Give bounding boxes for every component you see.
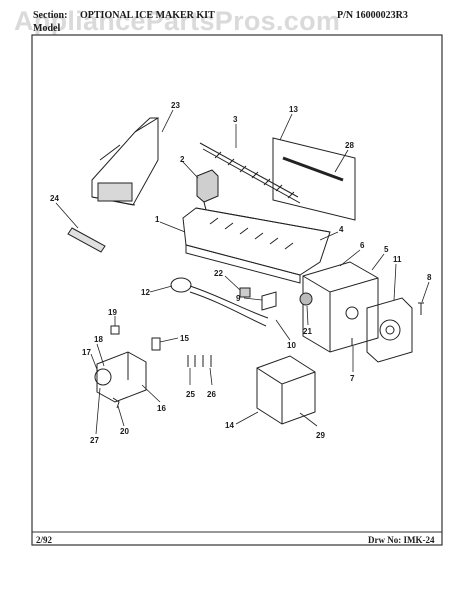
- part-25-26-screws: [187, 355, 212, 367]
- part-2-bracket: [196, 169, 219, 211]
- callout-29: 29: [316, 431, 325, 440]
- part-20: [112, 397, 120, 409]
- callout-28: 28: [345, 141, 354, 150]
- callout-20: 20: [120, 427, 129, 436]
- callout-18: 18: [94, 335, 103, 344]
- callout-2: 2: [180, 155, 185, 164]
- callout-14: 14: [225, 421, 234, 430]
- part-23-cover: [91, 117, 159, 206]
- model-label: Model: [33, 23, 61, 34]
- part-24-heater: [67, 227, 106, 253]
- part-12-harness: [170, 277, 269, 327]
- part-1-mold: [182, 207, 331, 284]
- callout-25: 25: [186, 390, 195, 399]
- diagram-frame: [31, 34, 443, 546]
- leader-lines: [55, 109, 430, 435]
- callout-26: 26: [207, 390, 216, 399]
- callout-5: 5: [384, 245, 389, 254]
- drawing-number: Drw No: IMK-24: [368, 535, 435, 545]
- callout-10: 10: [287, 341, 296, 350]
- part-15-fitting: [151, 337, 161, 351]
- part-3-ejector-rack: [199, 142, 301, 204]
- part-9-bracket: [261, 291, 277, 311]
- callout-27: 27: [90, 436, 99, 445]
- callout-3: 3: [233, 115, 238, 124]
- part-16-water-valve: [94, 351, 147, 403]
- section-label: Section:: [33, 10, 68, 21]
- callout-15: 15: [180, 334, 189, 343]
- footer-date: 2/92: [36, 535, 53, 545]
- callout-22: 22: [214, 269, 223, 278]
- part-13-shield: [272, 137, 356, 221]
- part-number: P/N 16000023R3: [337, 10, 408, 21]
- callout-23: 23: [171, 101, 180, 110]
- callout-17: 17: [82, 348, 91, 357]
- part-29-box: [256, 355, 316, 425]
- callout-8: 8: [427, 273, 432, 282]
- part-19: [110, 325, 120, 335]
- callout-7: 7: [350, 374, 355, 383]
- callout-11: 11: [393, 255, 402, 264]
- callout-24: 24: [50, 194, 59, 203]
- callout-19: 19: [108, 308, 117, 317]
- callout-21: 21: [303, 327, 312, 336]
- part-22: [239, 287, 251, 298]
- part-8-screw: [418, 302, 424, 315]
- callout-6: 6: [360, 241, 365, 250]
- section-title: OPTIONAL ICE MAKER KIT: [80, 10, 215, 21]
- callout-12: 12: [141, 288, 150, 297]
- callout-4: 4: [339, 225, 344, 234]
- callout-13: 13: [289, 105, 298, 114]
- callout-9: 9: [236, 294, 241, 303]
- part-21-motor: [299, 292, 313, 306]
- callout-1: 1: [155, 215, 160, 224]
- part-28-rod: [282, 156, 344, 182]
- callout-labels: 23 3 13 28 2 24 1 4 6 5 11 8 22 12 9 10 …: [50, 101, 432, 445]
- part-5-housing: [302, 261, 379, 353]
- part-11-cover-plate: [366, 297, 413, 363]
- callout-16: 16: [157, 404, 166, 413]
